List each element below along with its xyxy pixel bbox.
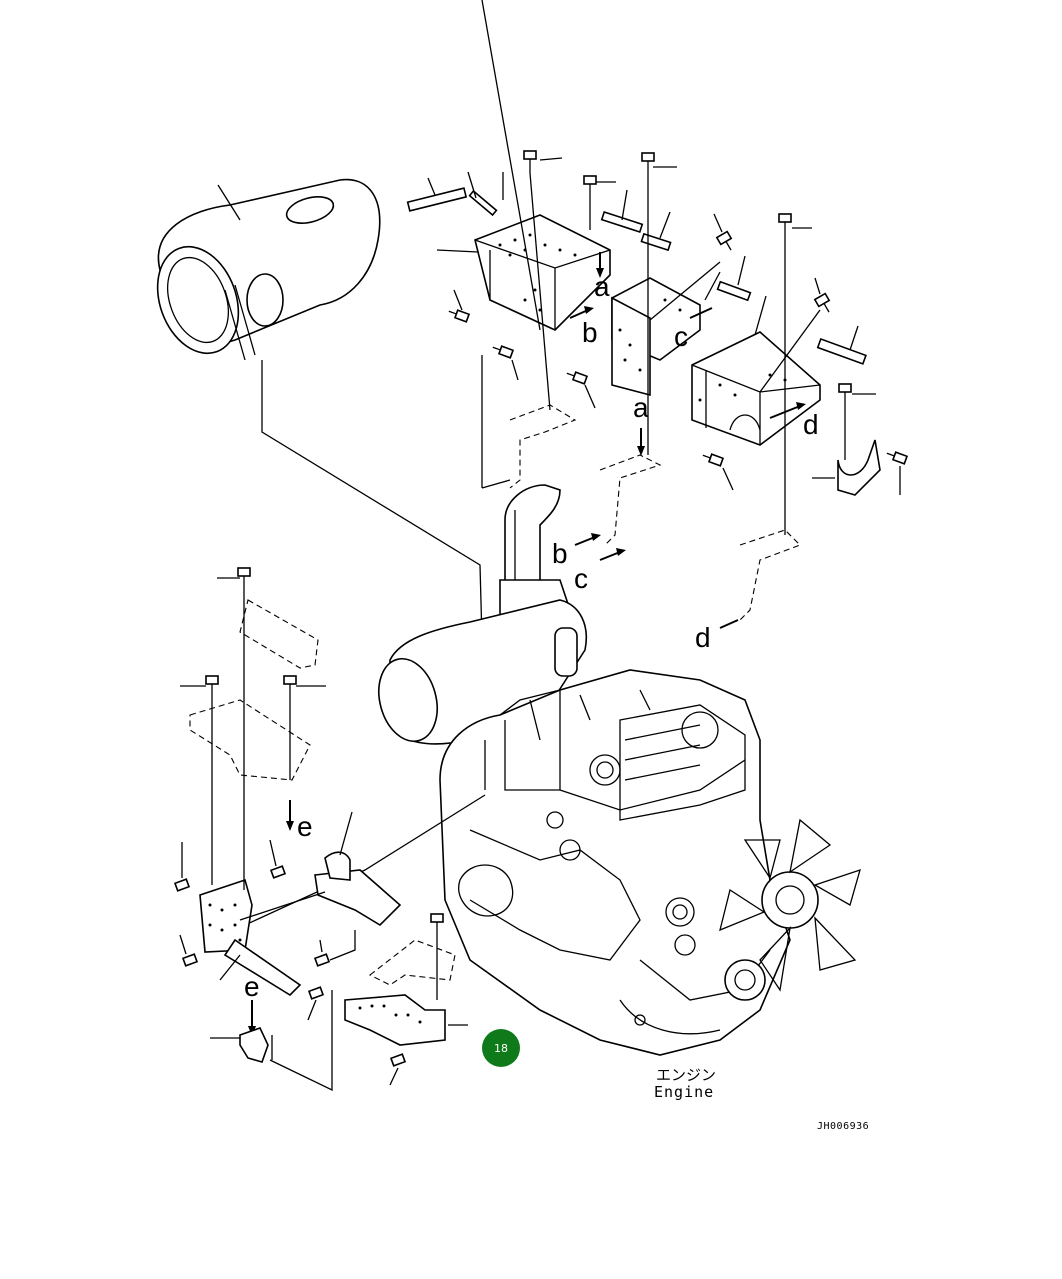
label-c-top: c bbox=[674, 321, 688, 352]
label-a-top: a bbox=[594, 271, 610, 302]
bracket-d bbox=[739, 529, 801, 621]
label-d-mid: d bbox=[695, 622, 711, 653]
engine-label-jp: エンジン bbox=[656, 1066, 716, 1084]
bracket-lower-right bbox=[344, 939, 456, 1046]
engine-block bbox=[439, 669, 791, 1056]
callout-number[interactable]: 18 bbox=[494, 1042, 508, 1055]
bar-3 bbox=[600, 211, 672, 252]
bolts-top bbox=[448, 150, 909, 467]
fan bbox=[719, 818, 861, 992]
bolt-leaders-top bbox=[529, 172, 846, 535]
drawing-code: JH006936 bbox=[817, 1121, 869, 1132]
muffler-cover bbox=[156, 178, 381, 361]
callout-circle[interactable] bbox=[482, 1029, 520, 1067]
bracket-right-clamp bbox=[837, 439, 881, 496]
leaders-lower bbox=[179, 577, 468, 1092]
pulley bbox=[724, 959, 766, 1001]
label-c-mid: c bbox=[574, 563, 588, 594]
label-e-bottom: e bbox=[244, 971, 260, 1002]
bracket-left bbox=[199, 878, 302, 997]
bracket-small bbox=[239, 1027, 269, 1063]
label-e-top: e bbox=[297, 811, 313, 842]
engine-label-en: Engine bbox=[654, 1083, 714, 1101]
arrows bbox=[248, 252, 806, 1036]
plate-middle bbox=[189, 699, 311, 781]
label-a-mid: a bbox=[633, 392, 649, 423]
label-d-top: d bbox=[803, 409, 819, 440]
top-cover-right bbox=[691, 331, 821, 446]
callout-18[interactable]: 18 bbox=[482, 1029, 520, 1067]
plate-upper bbox=[239, 599, 319, 669]
reference-leaders bbox=[427, 0, 901, 495]
label-b-mid: b bbox=[552, 538, 568, 569]
bar-1 bbox=[406, 187, 468, 212]
bracket-a bbox=[509, 404, 577, 489]
label-b-top: b bbox=[582, 317, 598, 348]
top-cover-left bbox=[474, 214, 611, 331]
damper bbox=[314, 811, 402, 927]
bar-2 bbox=[468, 189, 498, 217]
bracket-b bbox=[599, 454, 662, 546]
top-cover-middle bbox=[611, 277, 701, 397]
bolts-lower bbox=[173, 567, 444, 1067]
